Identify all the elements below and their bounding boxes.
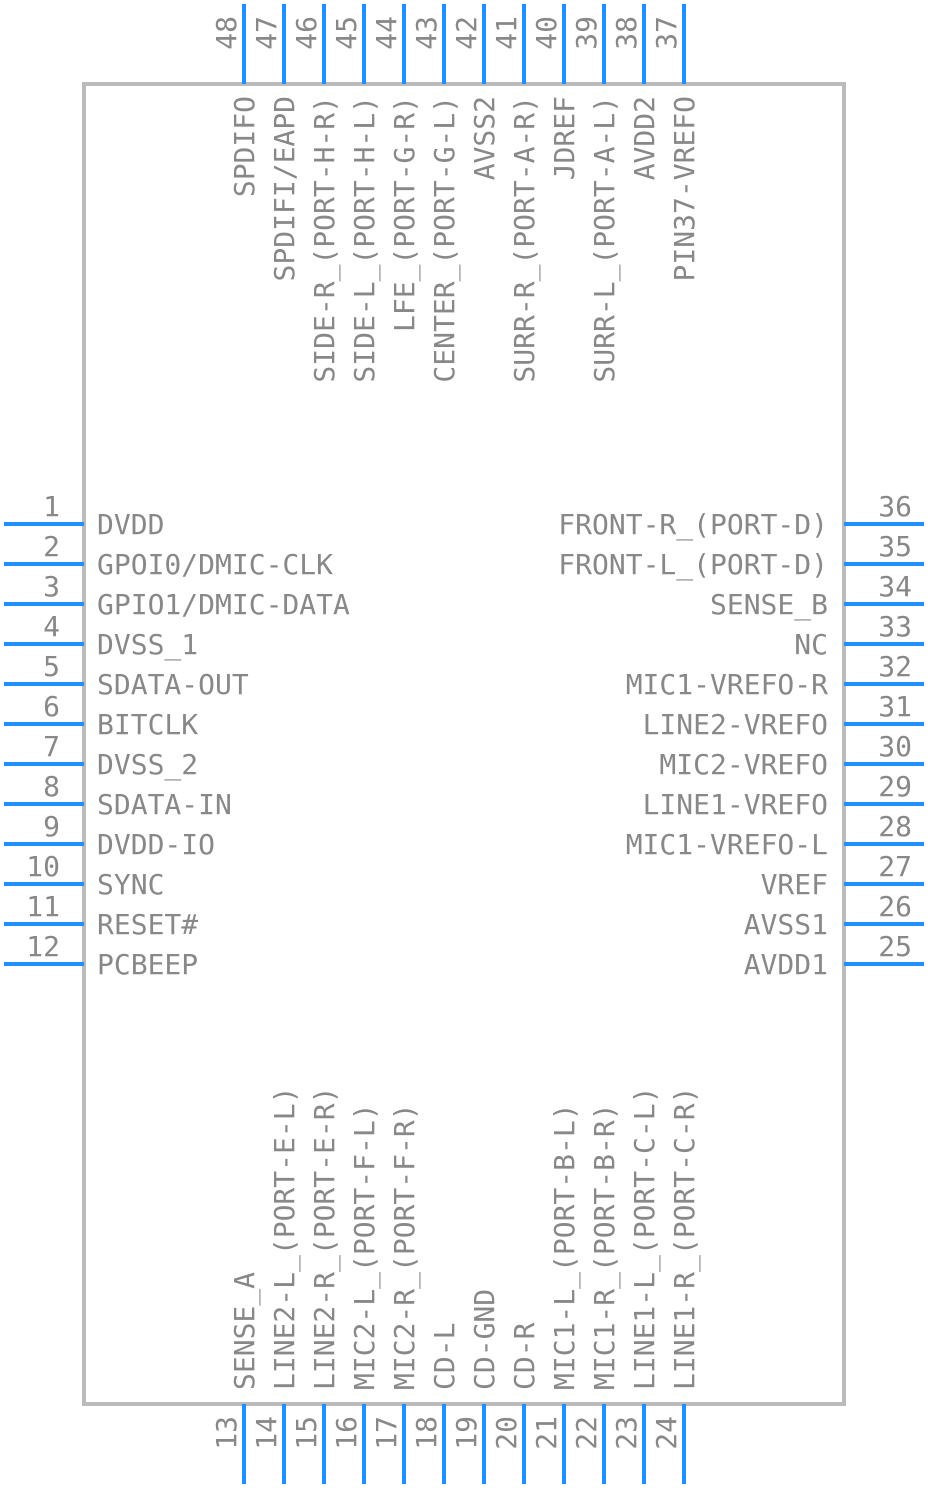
pin-number-8: 8 [43, 770, 60, 803]
pin-label-10: SYNC [97, 868, 164, 901]
pin-number-42: 42 [450, 16, 483, 50]
pin-number-25: 25 [878, 930, 912, 963]
pin-label-30: MIC2-VREFO [659, 748, 828, 781]
pin-label-32: MIC1-VREFO-R [626, 668, 828, 701]
pin-number-45: 45 [330, 16, 363, 50]
pin-number-2: 2 [43, 530, 60, 563]
pin-number-37: 37 [650, 16, 683, 50]
pin-label-41: SURR-R_(PORT-A-R) [508, 96, 542, 383]
pin-label-29: LINE1-VREFO [643, 788, 828, 821]
pin-label-27: VREF [761, 868, 828, 901]
pin-number-26: 26 [878, 890, 912, 923]
pin-label-34: SENSE_B [710, 588, 828, 622]
pin-number-12: 12 [26, 930, 60, 963]
pin-number-38: 38 [610, 16, 643, 50]
pin-number-20: 20 [490, 1416, 523, 1450]
pin-number-23: 23 [610, 1416, 643, 1450]
pin-label-8: SDATA-IN [97, 788, 232, 821]
pin-number-33: 33 [878, 610, 912, 643]
pin-label-18: CD-L [428, 1323, 461, 1390]
pin-label-3: GPIO1/DMIC-DATA [97, 588, 350, 621]
pin-label-2: GPOI0/DMIC-CLK [97, 548, 333, 581]
pin-label-24: LINE1-R_(PORT-C-R) [668, 1087, 702, 1390]
pin-label-20: CD-R [508, 1322, 541, 1390]
pin-number-36: 36 [878, 490, 912, 523]
pin-label-14: LINE2-L_(PORT-E-L) [268, 1087, 302, 1390]
pin-label-39: SURR-L_(PORT-A-L) [588, 96, 622, 383]
pin-number-10: 10 [26, 850, 60, 883]
pin-number-28: 28 [878, 810, 912, 843]
pin-label-47: SPDIFI/EAPD [268, 96, 301, 281]
pin-number-34: 34 [878, 570, 912, 603]
pin-number-15: 15 [290, 1416, 323, 1450]
pin-label-16: MIC2-L_(PORT-F-L) [348, 1103, 382, 1390]
pin-label-33: NC [794, 628, 828, 661]
pin-number-44: 44 [370, 16, 403, 50]
pin-number-46: 46 [290, 16, 323, 50]
chip-body [82, 82, 846, 1406]
pin-number-1: 1 [43, 490, 60, 523]
pin-label-19: CD-GND [468, 1289, 501, 1390]
pin-label-11: RESET# [97, 908, 198, 941]
pin-label-22: MIC1-R_(PORT-B-R) [588, 1103, 622, 1390]
pin-number-30: 30 [878, 730, 912, 763]
pin-label-36: FRONT-R_(PORT-D) [558, 508, 828, 542]
pin-label-21: MIC1-L_(PORT-B-L) [548, 1103, 582, 1390]
pin-number-40: 40 [530, 16, 563, 50]
pin-number-39: 39 [570, 16, 603, 50]
pin-number-19: 19 [450, 1416, 483, 1450]
pin-number-3: 3 [43, 570, 60, 603]
pin-number-11: 11 [26, 890, 60, 923]
pin-label-9: DVDD-IO [97, 828, 215, 861]
pin-label-4: DVSS_1 [97, 628, 198, 662]
pin-label-25: AVDD1 [744, 948, 828, 981]
pin-label-43: CENTER_(PORT-G-L) [428, 96, 462, 383]
pin-label-31: LINE2-VREFO [643, 708, 828, 741]
pin-number-32: 32 [878, 650, 912, 683]
pin-number-18: 18 [410, 1416, 443, 1450]
pin-number-7: 7 [43, 730, 60, 763]
pin-number-9: 9 [43, 810, 60, 843]
pin-number-22: 22 [570, 1416, 603, 1450]
pin-label-13: SENSE_A [228, 1272, 262, 1390]
pin-number-5: 5 [43, 650, 60, 683]
pin-label-46: SIDE-R_(PORT-H-R) [308, 96, 342, 383]
pin-label-15: LINE2-R_(PORT-E-R) [308, 1087, 342, 1390]
pin-number-13: 13 [210, 1416, 243, 1450]
pin-label-45: SIDE-L_(PORT-H-L) [348, 96, 382, 383]
pin-number-4: 4 [43, 610, 60, 643]
pin-number-24: 24 [650, 1416, 683, 1450]
pin-label-12: PCBEEP [97, 948, 198, 981]
pin-number-29: 29 [878, 770, 912, 803]
pin-number-35: 35 [878, 530, 912, 563]
pin-label-5: SDATA-OUT [97, 668, 249, 701]
pin-label-17: MIC2-R_(PORT-F-R) [388, 1103, 422, 1390]
pin-label-37: PIN37-VREFO [668, 96, 701, 281]
pin-number-16: 16 [330, 1416, 363, 1450]
pin-label-35: FRONT-L_(PORT-D) [558, 548, 828, 582]
pin-label-6: BITCLK [97, 708, 198, 741]
pin-label-42: AVSS2 [468, 96, 501, 180]
pin-label-40: JDREF [548, 96, 581, 180]
pin-label-23: LINE1-L_(PORT-C-L) [628, 1087, 662, 1390]
pin-number-48: 48 [210, 16, 243, 50]
pin-label-44: LFE_(PORT-G-R) [388, 96, 422, 332]
pin-label-48: SPDIFO [228, 96, 261, 197]
pin-number-43: 43 [410, 16, 443, 50]
pin-number-14: 14 [250, 1416, 283, 1450]
pin-number-17: 17 [370, 1416, 403, 1450]
pin-label-26: AVSS1 [744, 908, 828, 941]
pin-number-31: 31 [878, 690, 912, 723]
pin-label-7: DVSS_2 [97, 748, 198, 782]
pin-number-41: 41 [490, 16, 523, 50]
pin-label-1: DVDD [97, 508, 164, 541]
pin-label-28: MIC1-VREFO-L [626, 828, 828, 861]
pin-number-21: 21 [530, 1416, 563, 1450]
pin-number-47: 47 [250, 16, 283, 50]
pin-number-6: 6 [43, 690, 60, 723]
pin-label-38: AVDD2 [628, 96, 661, 180]
pin-number-27: 27 [878, 850, 912, 883]
